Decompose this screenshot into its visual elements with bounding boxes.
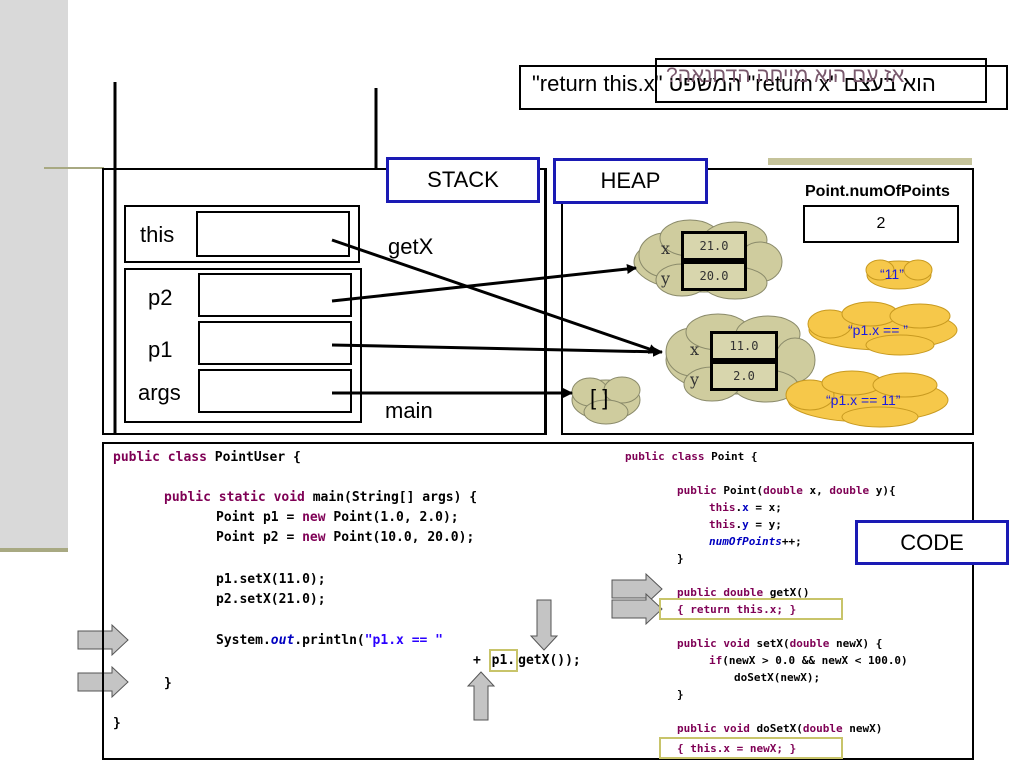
code-line-close-main: } xyxy=(164,676,172,691)
code-line-close-class: } xyxy=(113,716,121,731)
code-pointer-arrow-4 xyxy=(611,592,663,626)
code-line-assign-x: this.x = x; xyxy=(709,501,782,514)
static-field-value: 2 xyxy=(803,205,959,243)
obj1-field-y-name: y xyxy=(661,269,671,288)
arrow-p2 xyxy=(331,264,637,303)
stack-tag: STACK xyxy=(386,157,540,203)
code-line-dosetx-body: { this.x = newX; } xyxy=(659,737,843,759)
string-p1x: “p1.x == ” xyxy=(848,322,908,338)
highlight-p1: p1. xyxy=(488,649,519,672)
var-this-label: this xyxy=(140,222,175,247)
stack-frame-getx xyxy=(124,205,360,263)
code-line-new-p2: Point p2 = new Point(10.0, 20.0); xyxy=(216,530,475,545)
code-line-class-point: public class Point { xyxy=(625,450,758,463)
code-line-println: System.out.println("p1.x == " xyxy=(216,633,444,648)
obj1-field-x-name: x xyxy=(661,239,671,258)
string-cloud-11 xyxy=(865,259,933,290)
var-this-slot xyxy=(196,211,350,257)
code-line-close-constructor: } xyxy=(677,552,684,565)
heap-tag: HEAP xyxy=(553,158,708,204)
array-cloud xyxy=(571,376,641,425)
caption-overlay-text: ?אז עם הוא מייחה הדחנאה xyxy=(666,64,905,87)
code-pointer-arrow-up xyxy=(466,671,496,721)
code-line-dosetx-signature: public void doSetX(double newX) xyxy=(677,722,883,735)
code-line-assign-y: this.y = y; xyxy=(709,518,782,531)
decor-bar xyxy=(768,158,972,165)
code-line-dosetx-call: doSetX(newX); xyxy=(734,671,821,684)
static-field-label: Point.numOfPoints xyxy=(805,183,950,200)
code-line-setx-p1: p1.setX(11.0); xyxy=(216,572,326,587)
frame-label-main: main xyxy=(385,398,433,423)
code-area xyxy=(102,442,974,760)
obj2-field-y-name: y xyxy=(690,370,700,389)
caption-overlay-box xyxy=(655,58,987,103)
code-line-main-signature: public static void main(String[] args) { xyxy=(164,490,478,505)
var-args-slot xyxy=(198,369,352,413)
var-p2-slot xyxy=(198,273,352,317)
code-line-close-setx: } xyxy=(677,688,684,701)
var-p1-label: p1 xyxy=(148,337,173,362)
array-label: [ ] xyxy=(590,385,609,410)
string-11: “11” xyxy=(880,266,904,282)
code-line-class-pointuser: public class PointUser { xyxy=(113,450,301,465)
obj2-field-y-value: 2.0 xyxy=(710,361,778,391)
divider-line xyxy=(44,167,104,169)
code-pointer-arrow-3 xyxy=(611,572,663,606)
code-tag: CODE xyxy=(855,520,1009,565)
string-p1x-11: “p1.x == 11” xyxy=(826,392,901,408)
string-cloud-p1x11 xyxy=(785,370,949,428)
string-cloud-p1x xyxy=(807,301,958,356)
caption-text: "return this.x" המשפט "return x" הוא בעצ… xyxy=(532,71,936,96)
code-line-getx-call: + p1.getX()); xyxy=(473,649,581,672)
code-line-setx-signature: public void setX(double newX) { xyxy=(677,637,883,650)
arrow-this xyxy=(331,238,659,354)
heap-area xyxy=(561,168,974,435)
var-p1-slot xyxy=(198,321,352,365)
obj2-field-x-name: x xyxy=(690,340,700,359)
frame-label-getx: getX xyxy=(388,234,434,259)
code-line-setx-p2: p2.setX(21.0); xyxy=(216,592,326,607)
code-line-getx-signature: public double getX() xyxy=(677,586,810,599)
slide-sidebar xyxy=(0,0,68,552)
var-p2-label: p2 xyxy=(148,285,173,310)
code-line-getx-body: { return this.x; } xyxy=(659,598,843,620)
code-line-if: if(newX > 0.0 && newX < 100.0) xyxy=(709,654,908,667)
obj1-field-x-value: 21.0 xyxy=(681,231,747,261)
code-line-increment: numOfPoints++; xyxy=(709,535,802,548)
obj2-field-x-value: 11.0 xyxy=(710,331,778,361)
obj1-field-y-value: 20.0 xyxy=(681,261,747,291)
var-args-label: args xyxy=(138,380,181,405)
code-line-new-p1: Point p1 = new Point(1.0, 2.0); xyxy=(216,510,459,525)
code-pointer-arrow-down xyxy=(529,599,559,651)
arrow-p1 xyxy=(331,343,663,357)
code-line-constructor: public Point(double x, double y){ xyxy=(677,484,896,497)
